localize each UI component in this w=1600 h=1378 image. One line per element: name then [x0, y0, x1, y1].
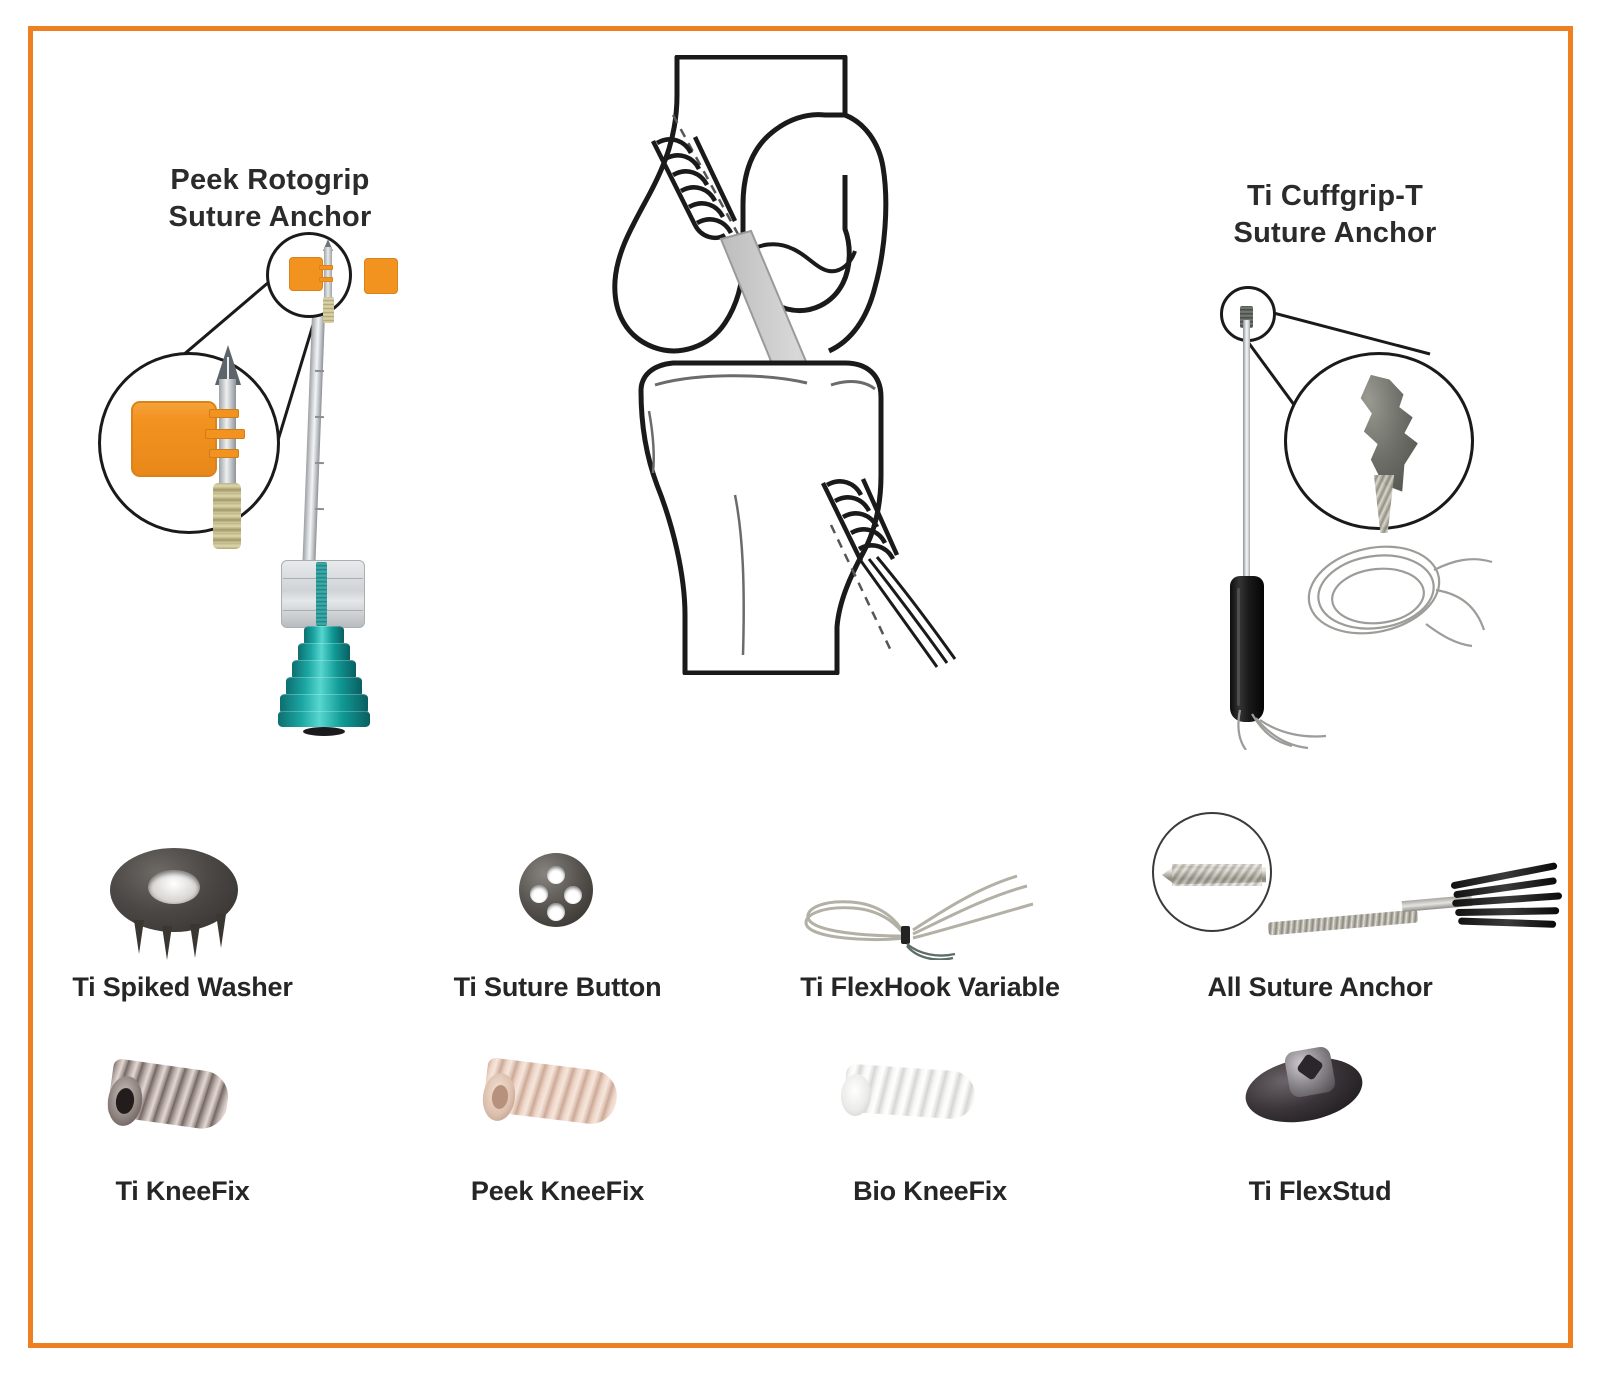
teal-handle — [276, 626, 372, 736]
cuffgrip-shaft — [1243, 320, 1250, 580]
suture-button-hole — [547, 903, 565, 921]
anchor-tip-highlight — [227, 357, 229, 383]
ti-cuffgrip-heading-line2: Suture Anchor — [1233, 216, 1437, 249]
product-image-ti-suture-button — [519, 853, 593, 927]
all-suture-anchor-braided-shaft — [1267, 909, 1419, 936]
ti-cuffgrip-heading: Ti Cuffgrip-T Suture Anchor — [1125, 178, 1545, 252]
magnifier-large — [98, 345, 280, 549]
product-image-ti-flexhook-variable — [795, 840, 1055, 960]
shaft-marking — [314, 415, 325, 419]
product-label-ti-kneefix: Ti KneeFix — [115, 1176, 250, 1206]
cuffgrip-braid-zoom — [1373, 475, 1395, 533]
product-label-all-suture-anchor: All Suture Anchor — [1207, 972, 1433, 1002]
spiked-washer-hole — [148, 870, 200, 904]
knee-acl-diagram — [545, 55, 965, 675]
product-image-ti-kneefix — [104, 1058, 234, 1132]
shaft-marking — [314, 461, 325, 465]
all-suture-anchor-magnifier — [1152, 812, 1272, 932]
thread-zoom-large — [213, 483, 241, 549]
collar-inner-screw — [316, 562, 327, 626]
ti-cuffgrip-device-illustration — [1180, 286, 1500, 750]
peek-rotogrip-device-illustration — [80, 232, 400, 740]
product-image-ti-flexstud — [1240, 1045, 1375, 1135]
shaft-zoom-small — [324, 247, 332, 301]
handle-base-ring — [303, 727, 345, 736]
anchor-tip-zoom-small — [323, 239, 333, 251]
product-image-peek-kneefix — [480, 1055, 625, 1127]
thread-zoom-small — [323, 297, 334, 323]
product-label-ti-spiked-washer: Ti Spiked Washer — [72, 972, 293, 1002]
suture-button-hole — [530, 885, 548, 903]
ti-cuffgrip-heading-line1: Ti Cuffgrip-T — [1246, 180, 1424, 212]
shaft-marking — [314, 369, 325, 373]
all-suture-anchor-braid-zoom — [1172, 864, 1262, 886]
all-suture-anchor-inserter-handle — [1450, 862, 1566, 931]
peek-anchor-body — [364, 258, 398, 294]
product-label-ti-suture-button: Ti Suture Button — [453, 972, 662, 1002]
peek-anchor-body-zoom-small — [289, 257, 323, 291]
peek-rotogrip-heading: Peek Rotogrip Suture Anchor — [60, 162, 480, 236]
cuffgrip-suture-strands — [1237, 545, 1493, 750]
product-label-peek-kneefix: Peek KneeFix — [470, 1176, 645, 1206]
peek-anchor-body-zoom-large — [131, 401, 217, 477]
magnifier-oval-right — [1284, 352, 1474, 533]
product-label-ti-flexstud: Ti FlexStud — [1248, 1176, 1392, 1206]
product-image-bio-kneefix — [839, 1060, 985, 1126]
product-label-ti-flexhook-variable: Ti FlexHook Variable — [800, 972, 1060, 1002]
cuffgrip-handle — [1230, 576, 1264, 722]
product-image-ti-spiked-washer — [110, 848, 238, 960]
peek-rotogrip-heading-line2: Suture Anchor — [168, 200, 372, 233]
suture-button-hole — [547, 866, 565, 884]
shaft-marking — [314, 507, 325, 511]
product-label-bio-kneefix: Bio KneeFix — [853, 1176, 1007, 1206]
magnifier-small — [266, 232, 352, 323]
suture-button-hole — [564, 886, 582, 904]
product-image-all-suture-anchor — [1152, 812, 1572, 962]
peek-rotogrip-heading-line1: Peek Rotogrip — [170, 164, 370, 196]
